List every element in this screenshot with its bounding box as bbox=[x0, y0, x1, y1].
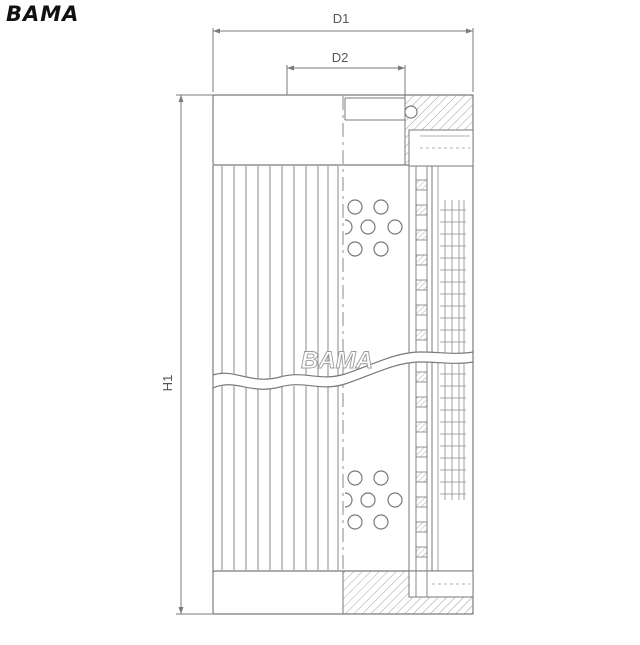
d2-label: D2 bbox=[332, 50, 349, 65]
pleated-media-bottom bbox=[221, 386, 339, 570]
h1-dimension: H1 bbox=[160, 94, 215, 615]
outer-body-lines bbox=[212, 165, 474, 572]
pleated-media-top bbox=[221, 166, 339, 378]
o-ring-icon bbox=[404, 105, 418, 119]
h1-label: H1 bbox=[160, 375, 175, 392]
d1-dimension: D1 bbox=[212, 11, 474, 92]
core-perforations-bottom bbox=[344, 470, 403, 530]
watermark: BAMA bbox=[301, 347, 373, 374]
d2-dimension: D2 bbox=[286, 50, 406, 95]
mesh-layers-top bbox=[437, 166, 466, 356]
d1-label: D1 bbox=[333, 11, 350, 26]
top-end-cap bbox=[212, 94, 474, 167]
inner-tube-section bbox=[408, 165, 433, 573]
core-perforations-top bbox=[344, 199, 403, 257]
brand-logo: BAMA bbox=[6, 2, 80, 26]
break-line bbox=[212, 351, 474, 390]
bottom-end-cap bbox=[212, 570, 474, 615]
mesh-layers-bottom bbox=[437, 362, 466, 572]
inner-tube-ribs bbox=[415, 179, 428, 558]
